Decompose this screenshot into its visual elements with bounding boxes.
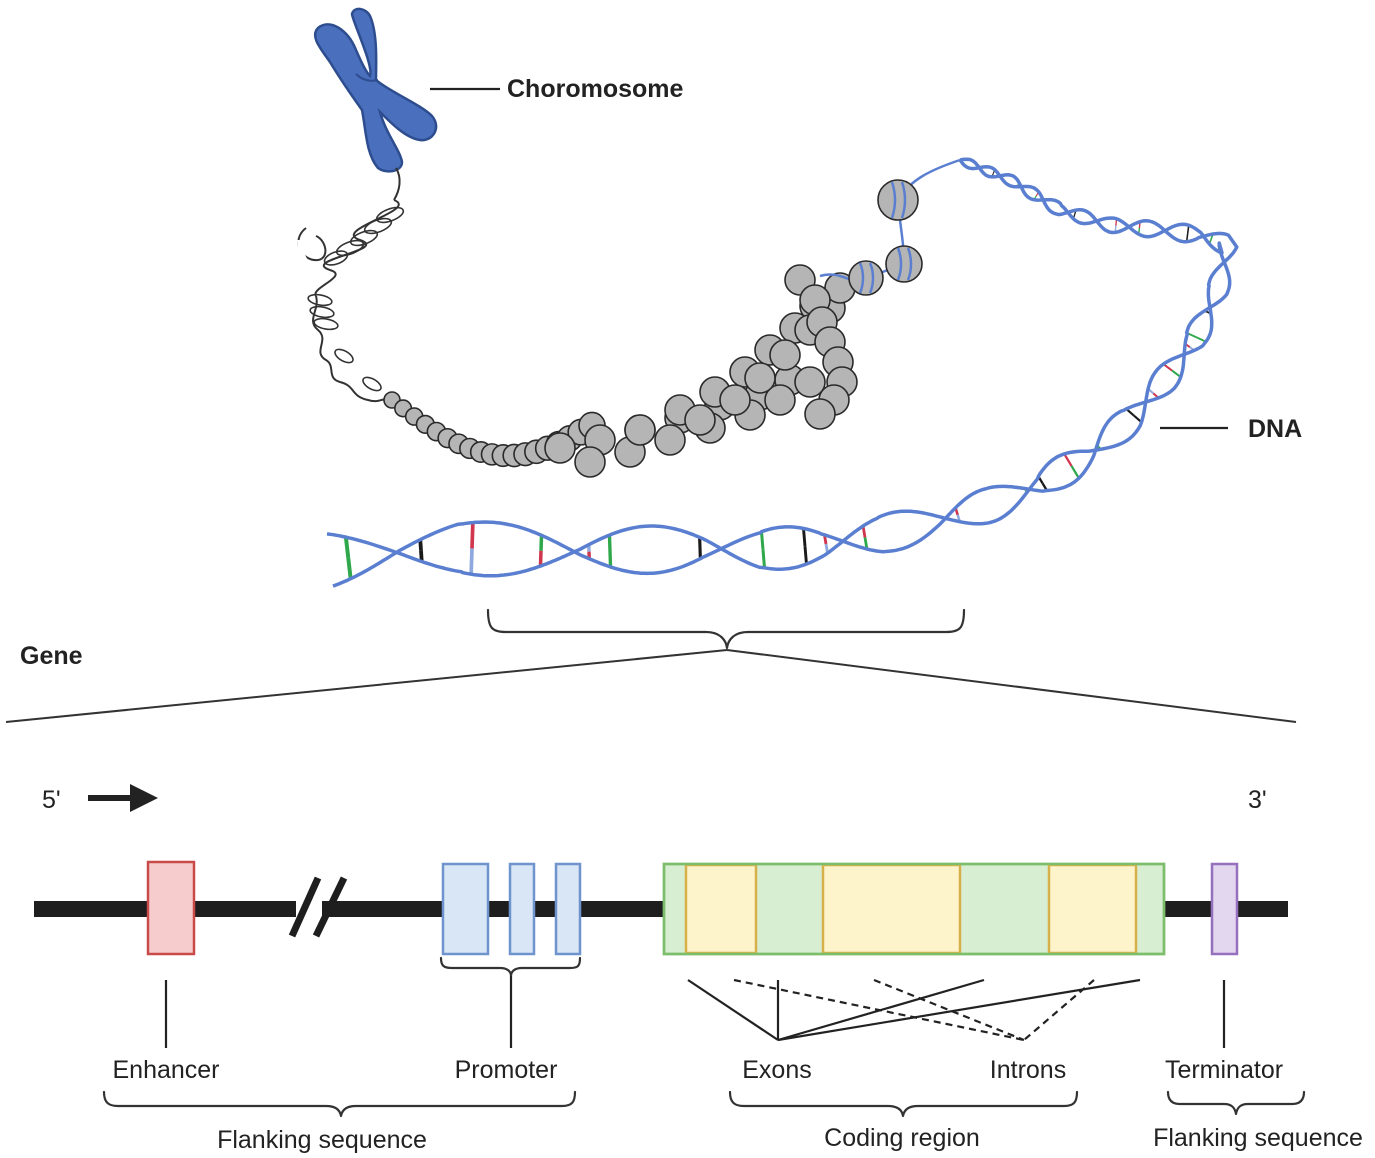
flanking-left-brace bbox=[102, 1090, 577, 1118]
promoter-label: Promoter bbox=[455, 1056, 558, 1084]
exons-label: Exons bbox=[742, 1056, 811, 1084]
promoter-brace bbox=[439, 956, 582, 978]
enhancer-box bbox=[146, 860, 196, 956]
gene-label: Gene bbox=[20, 642, 83, 670]
chromosome-label: Choromosome bbox=[507, 75, 684, 103]
nucleosome-bead bbox=[794, 366, 826, 398]
zoom-line-left bbox=[5, 649, 728, 723]
promoter-boxes bbox=[441, 862, 582, 956]
three-prime-label: 3' bbox=[1248, 786, 1267, 814]
nucleosome-bead bbox=[719, 384, 751, 416]
nucleosome-bead bbox=[848, 260, 884, 296]
break-mark-icon bbox=[288, 876, 348, 938]
nucleosome-bead bbox=[804, 398, 836, 430]
coding-region-blocks bbox=[662, 862, 1166, 956]
flanking-left-label: Flanking sequence bbox=[217, 1126, 427, 1154]
gene-brace bbox=[486, 608, 966, 650]
flanking-right-brace bbox=[1166, 1090, 1306, 1116]
chromatin-coil-rings bbox=[307, 206, 405, 392]
nucleosome-bead bbox=[654, 424, 686, 456]
coding-region-brace bbox=[728, 1090, 1079, 1118]
dna-label: DNA bbox=[1248, 415, 1302, 443]
introns-label: Introns bbox=[990, 1056, 1066, 1084]
terminator-label: Terminator bbox=[1165, 1056, 1283, 1084]
chromatin-coil-icon bbox=[297, 167, 401, 403]
flanking-right-label: Flanking sequence bbox=[1153, 1124, 1363, 1152]
enhancer-label: Enhancer bbox=[112, 1056, 219, 1084]
coding-region-label: Coding region bbox=[824, 1124, 980, 1152]
nucleosome-bead bbox=[684, 404, 716, 436]
nucleosome-bead bbox=[885, 245, 923, 283]
chromosome-icon bbox=[313, 7, 438, 173]
dna-double-helix-icon bbox=[326, 157, 1239, 588]
five-prime-label: 5' bbox=[42, 786, 61, 814]
nucleosome-bead bbox=[624, 414, 656, 446]
exon-connector-lines bbox=[687, 978, 1141, 1042]
nucleosome-beads bbox=[383, 158, 961, 478]
nucleosome-bead bbox=[744, 362, 776, 394]
dna-strand-b bbox=[332, 157, 1232, 588]
nucleosome-bead bbox=[769, 339, 801, 371]
nucleosome-bead bbox=[764, 384, 796, 416]
nucleosome-bead bbox=[544, 432, 576, 464]
direction-arrow-icon bbox=[88, 784, 158, 812]
nucleosome-bead bbox=[877, 179, 919, 221]
terminator-box bbox=[1210, 862, 1239, 956]
nucleosome-bead bbox=[574, 446, 606, 478]
intron-connector-lines bbox=[733, 978, 1095, 1042]
zoom-line-right bbox=[726, 649, 1297, 723]
